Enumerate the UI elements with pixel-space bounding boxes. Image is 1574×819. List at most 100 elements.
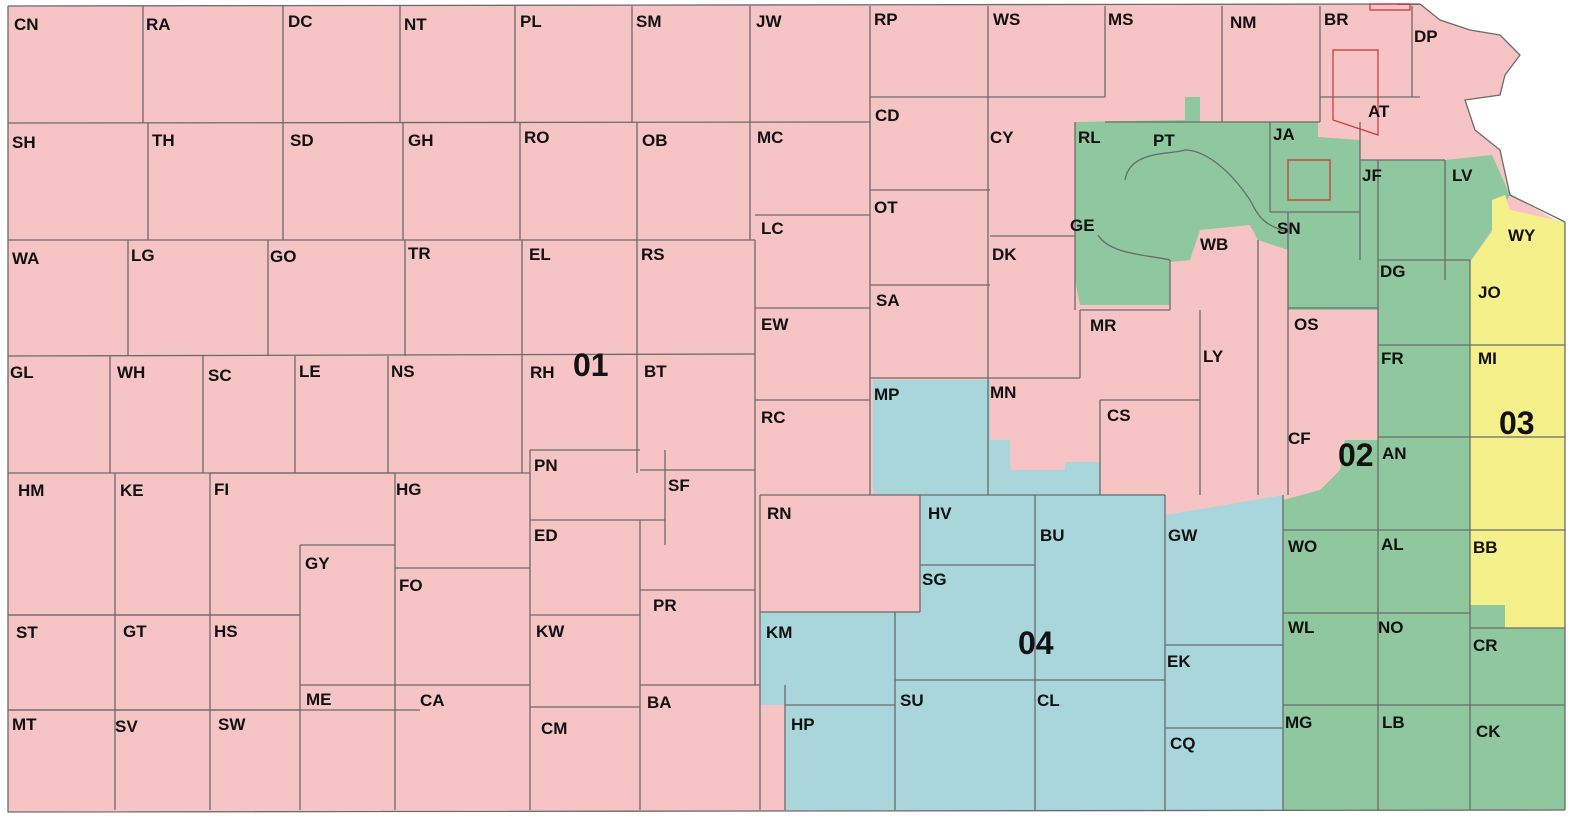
county-label-sc: SC xyxy=(208,366,232,385)
county-label-me: ME xyxy=(306,690,332,709)
county-label-ja: JA xyxy=(1273,125,1295,144)
county-label-ly: LY xyxy=(1203,347,1224,366)
county-label-cd: CD xyxy=(875,106,900,125)
district-03-region xyxy=(1470,195,1565,628)
county-label-km: KM xyxy=(766,623,792,642)
county-label-kw: KW xyxy=(536,622,565,641)
county-label-st: ST xyxy=(16,623,38,642)
county-label-bb: BB xyxy=(1473,538,1498,557)
county-label-rs: RS xyxy=(641,245,665,264)
county-label-br: BR xyxy=(1324,10,1349,29)
county-label-gl: GL xyxy=(10,363,34,382)
county-label-sf: SF xyxy=(668,476,690,495)
county-label-hv: HV xyxy=(928,504,952,523)
county-label-sh: SH xyxy=(12,133,36,152)
county-label-jw: JW xyxy=(756,12,782,31)
county-label-mg: MG xyxy=(1285,713,1312,732)
county-label-wl: WL xyxy=(1288,618,1314,637)
county-label-jo: JO xyxy=(1478,283,1501,302)
county-label-pl: PL xyxy=(520,12,542,31)
county-label-ns: NS xyxy=(391,362,415,381)
district-02-region xyxy=(1075,97,1565,810)
county-label-ke: KE xyxy=(120,481,144,500)
county-label-gt: GT xyxy=(123,622,147,641)
district-label-02: 02 xyxy=(1338,437,1374,473)
county-label-ws: WS xyxy=(993,10,1020,29)
district-label-01: 01 xyxy=(573,347,609,383)
county-label-ob: OB xyxy=(642,131,668,150)
county-label-at: AT xyxy=(1368,102,1390,121)
county-label-sw: SW xyxy=(218,715,246,734)
county-label-sa: SA xyxy=(876,291,900,310)
county-label-rn: RN xyxy=(767,504,792,523)
county-label-fr: FR xyxy=(1381,349,1404,368)
county-label-bu: BU xyxy=(1040,526,1065,545)
county-label-hs: HS xyxy=(214,622,238,641)
county-label-ro: RO xyxy=(524,128,550,147)
red-outline-marks xyxy=(1287,3,1411,201)
county-label-cy: CY xyxy=(990,128,1014,147)
county-label-ge: GE xyxy=(1070,216,1095,235)
county-label-gw: GW xyxy=(1168,526,1198,545)
county-label-wy: WY xyxy=(1508,226,1536,245)
county-label-wh: WH xyxy=(117,363,145,382)
county-label-ek: EK xyxy=(1167,652,1191,671)
county-label-mr: MR xyxy=(1090,316,1116,335)
county-label-mp: MP xyxy=(874,385,900,404)
county-label-th: TH xyxy=(152,131,175,150)
county-label-ck: CK xyxy=(1476,722,1501,741)
county-label-dc: DC xyxy=(288,12,313,31)
county-label-al: AL xyxy=(1381,535,1404,554)
county-label-dk: DK xyxy=(992,245,1017,264)
county-label-cn: CN xyxy=(14,15,39,34)
county-label-gy: GY xyxy=(305,554,330,573)
district-labels: 01 02 03 04 xyxy=(573,347,1535,661)
county-label-rh: RH xyxy=(530,363,555,382)
county-label-os: OS xyxy=(1294,315,1319,334)
county-label-sd: SD xyxy=(290,131,314,150)
county-label-ra: RA xyxy=(146,15,171,34)
district-label-04: 04 xyxy=(1018,625,1054,661)
county-label-lv: LV xyxy=(1452,166,1473,185)
county-label-ed: ED xyxy=(534,526,558,545)
county-label-fo: FO xyxy=(399,576,423,595)
county-label-wo: WO xyxy=(1288,537,1317,556)
district-label-03: 03 xyxy=(1499,405,1535,441)
county-label-ms: MS xyxy=(1108,10,1134,29)
county-label-mn: MN xyxy=(990,383,1016,402)
county-label-go: GO xyxy=(270,247,296,266)
county-label-sg: SG xyxy=(922,570,947,589)
county-label-pr: PR xyxy=(653,596,677,615)
county-label-rp: RP xyxy=(874,10,898,29)
county-label-mt: MT xyxy=(12,715,37,734)
county-label-cm: CM xyxy=(541,719,567,738)
county-label-lg: LG xyxy=(131,246,155,265)
county-label-lb: LB xyxy=(1382,713,1405,732)
county-label-pt: PT xyxy=(1153,131,1175,150)
county-label-cs: CS xyxy=(1107,406,1131,425)
county-label-sm: SM xyxy=(636,12,662,31)
county-label-ba: BA xyxy=(647,693,672,712)
county-label-wb: WB xyxy=(1200,235,1228,254)
county-label-wa: WA xyxy=(12,249,39,268)
county-label-cf: CF xyxy=(1288,429,1311,448)
county-label-dp: DP xyxy=(1414,27,1438,46)
county-label-fi: FI xyxy=(214,480,229,499)
district-04-region xyxy=(760,380,1283,810)
county-label-ew: EW xyxy=(761,315,789,334)
district-fills xyxy=(8,4,1565,812)
county-label-hm: HM xyxy=(18,481,44,500)
county-borders xyxy=(7,3,1566,813)
county-label-no: NO xyxy=(1378,618,1404,637)
county-label-ot: OT xyxy=(874,198,898,217)
county-label-dg: DG xyxy=(1380,262,1406,281)
county-label-el: EL xyxy=(529,245,551,264)
county-label-cr: CR xyxy=(1473,636,1498,655)
county-label-bt: BT xyxy=(644,362,667,381)
county-label-rl: RL xyxy=(1078,128,1101,147)
county-label-cq: CQ xyxy=(1170,734,1196,753)
county-label-mc: MC xyxy=(757,128,783,147)
county-label-sn: SN xyxy=(1277,219,1301,238)
